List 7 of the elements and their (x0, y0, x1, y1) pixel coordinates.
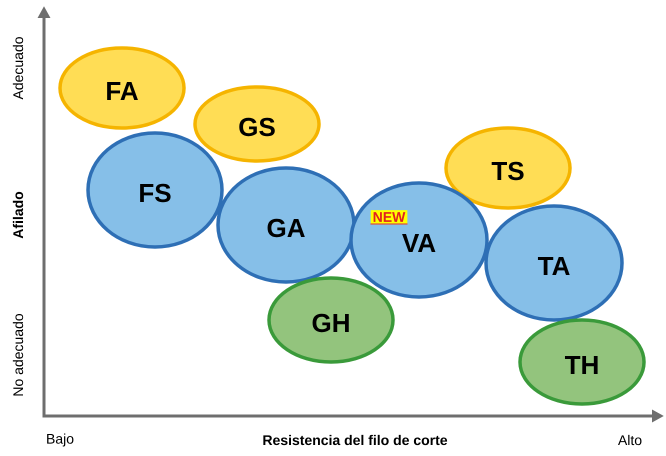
axis-label: Bajo (47, 433, 74, 447)
axis-label: Afilado (12, 192, 24, 238)
new-badge: NEW (370, 210, 408, 225)
axis-label: Alto (618, 434, 642, 446)
axis-label: Resistencia del filo de corte (263, 434, 448, 446)
axis-label: No adecuado (12, 314, 24, 396)
axis-label: Adecuado (12, 37, 24, 100)
